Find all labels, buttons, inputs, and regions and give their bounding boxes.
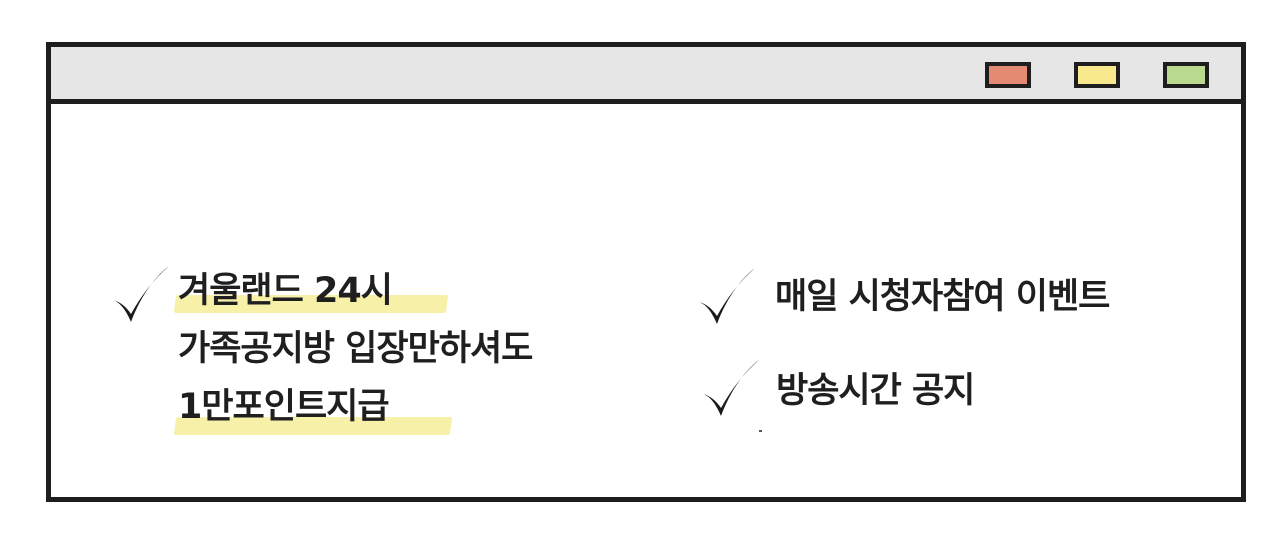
left-item-line-2: 가족공지방 입장만하셔도 [178, 329, 533, 369]
checkmark-icon [695, 264, 759, 330]
stray-dot [759, 430, 762, 432]
checkmark-icon [109, 262, 173, 328]
left-item-line-1: 겨울랜드 24시 [178, 271, 393, 311]
window-minimize-button[interactable] [1074, 62, 1120, 88]
window-close-button[interactable] [985, 62, 1031, 88]
window-titlebar [51, 47, 1241, 104]
right-item-2-label: 방송시간 공지 [776, 371, 975, 411]
checkmark-icon [699, 356, 763, 422]
window-content: 겨울랜드 24시 가족공지방 입장만하셔도 1만포인트지급 매일 시청자참여 이… [51, 104, 1241, 497]
right-item-1-label: 매일 시청자참여 이벤트 [775, 277, 1110, 317]
window-maximize-button[interactable] [1163, 62, 1209, 88]
left-item-line-3: 1만포인트지급 [178, 387, 390, 427]
browser-window: 겨울랜드 24시 가족공지방 입장만하셔도 1만포인트지급 매일 시청자참여 이… [46, 42, 1246, 502]
